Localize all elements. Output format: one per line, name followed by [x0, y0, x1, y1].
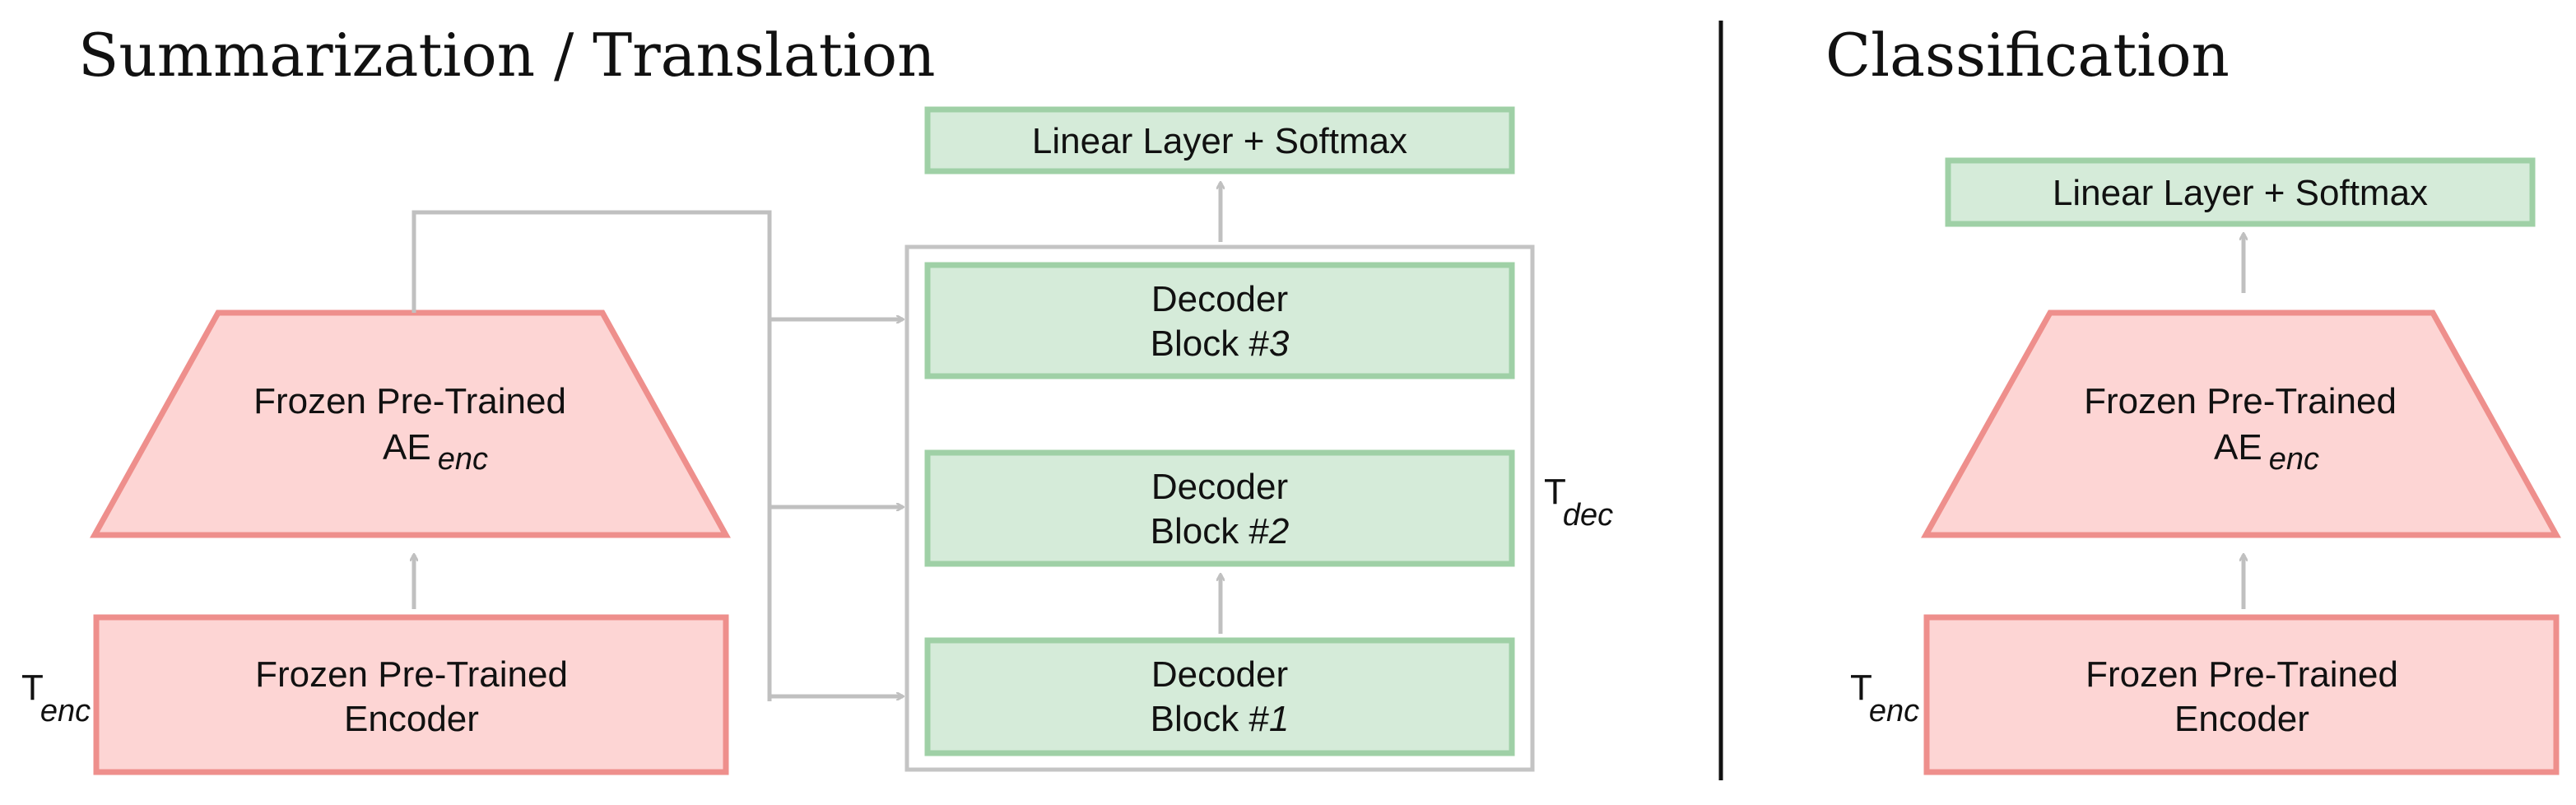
decoder-block-3-box: [924, 262, 1515, 379]
decoder-block-2-box: [924, 449, 1515, 567]
decoder-block-3: Decoder Block #3: [924, 262, 1515, 379]
decoder-block-2-line1: Decoder: [1151, 467, 1288, 507]
left-encoder: Frozen Pre-Trained Encoder: [93, 614, 729, 775]
left-encoder-stack-label-sub: enc: [40, 694, 91, 728]
right-output-layer-box: [1945, 157, 2536, 227]
right-autoencoder-sub: enc: [2269, 442, 2319, 477]
left-encoder-stack-label-main: T: [21, 668, 44, 708]
left-autoencoder-shape: [90, 309, 731, 538]
right-encoder-line1: Frozen Pre-Trained: [2085, 654, 2398, 695]
decoder-block-2-number: 2: [1268, 511, 1289, 551]
right-autoencoder-shape: [1921, 309, 2561, 538]
decoder-block-1-line2: Block #1: [1151, 699, 1290, 739]
decoder-block-3-line2: Block #3: [1151, 323, 1290, 364]
right-encoder-stack-label-main: T: [1850, 668, 1872, 708]
decoder-block-1: Decoder Block #1: [924, 637, 1515, 756]
decoder-block-2: Decoder Block #2: [924, 449, 1515, 567]
right-encoder-line2: Encoder: [2174, 699, 2309, 739]
decoder-block-1-line1: Decoder: [1151, 654, 1288, 695]
decoder-block-1-number: 1: [1269, 699, 1289, 739]
decoder-block-3-prefix: Block #: [1151, 323, 1270, 364]
decoder-block-2-prefix: Block #: [1151, 511, 1270, 551]
summarization-translation-title: Summarization / Translation: [78, 21, 936, 90]
left-autoencoder-line1: Frozen Pre-Trained: [253, 381, 566, 421]
left-output-layer: Linear Layer + Softmax: [924, 106, 1515, 174]
left-encoder-box: [93, 614, 729, 775]
right-autoencoder-main: AE: [2214, 427, 2262, 468]
right-encoder: Frozen Pre-Trained Encoder: [1923, 614, 2560, 775]
right-output-layer-label: Linear Layer + Softmax: [2053, 173, 2428, 213]
left-output-layer-box: [924, 106, 1515, 174]
decoder-stack-frame: [904, 244, 1535, 772]
right-output-layer: Linear Layer + Softmax: [1945, 157, 2536, 227]
decoder-block-3-line1: Decoder: [1151, 279, 1288, 319]
decoder-stack-label-sub: dec: [1563, 498, 1613, 533]
right-encoder-stack-label-sub: enc: [1869, 694, 1919, 728]
autoencoder-feed-line: [412, 210, 772, 701]
decoder-block-2-line2: Block #2: [1151, 511, 1290, 551]
decoder-stack-label-main: T: [1544, 472, 1566, 512]
decoder-block-3-number: 3: [1269, 323, 1290, 364]
right-encoder-box: [1923, 614, 2560, 775]
left-autoencoder-main: AE: [383, 427, 431, 468]
decoder-block-1-box: [924, 637, 1515, 756]
decoder-block-1-prefix: Block #: [1151, 699, 1270, 739]
left-encoder-line1: Frozen Pre-Trained: [255, 654, 568, 695]
left-autoencoder-sub: enc: [438, 442, 488, 477]
classification-title: Classification: [1825, 21, 2230, 90]
left-output-layer-label: Linear Layer + Softmax: [1032, 121, 1407, 161]
right-autoencoder-line1: Frozen Pre-Trained: [2084, 381, 2397, 421]
left-encoder-line2: Encoder: [344, 699, 479, 739]
